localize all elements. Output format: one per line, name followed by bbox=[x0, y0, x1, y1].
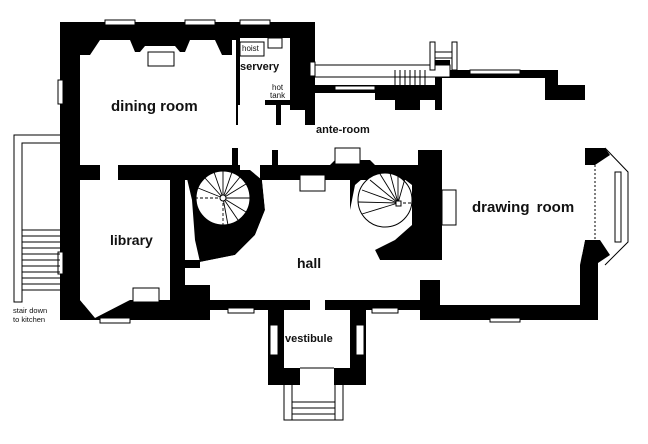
room-label-vestibule: vestibule bbox=[285, 333, 333, 345]
stair-note-line-2: to kitchen bbox=[13, 315, 46, 324]
room-label-hoist: hoist bbox=[242, 44, 259, 53]
hot-tank-line-2: tank bbox=[270, 91, 286, 100]
stair-down-note: stair down to kitchen bbox=[13, 306, 47, 324]
room-label-servery: servery bbox=[240, 61, 280, 73]
room-label-hot-tank: hot tank bbox=[270, 84, 285, 100]
bay-window bbox=[594, 147, 629, 266]
floors bbox=[80, 40, 595, 368]
side-stair-down bbox=[13, 134, 60, 303]
entrance-steps bbox=[283, 367, 344, 421]
stair-note-line-1: stair down bbox=[13, 306, 48, 315]
hot-tank-line-1: hot bbox=[272, 83, 284, 92]
fireplaces bbox=[132, 37, 457, 303]
rear-steps bbox=[314, 41, 458, 85]
room-label-ante-room: ante-room bbox=[316, 124, 370, 136]
room-label-hall: hall bbox=[297, 255, 322, 271]
room-label-dining-room: dining room bbox=[111, 98, 198, 115]
room-label-drawing-room: drawing room bbox=[472, 199, 575, 216]
room-label-library: library bbox=[110, 232, 153, 248]
spiral-stair-right bbox=[357, 172, 413, 228]
hoist-box bbox=[239, 41, 265, 57]
spiral-stair-left bbox=[195, 170, 251, 226]
windows bbox=[57, 19, 622, 356]
